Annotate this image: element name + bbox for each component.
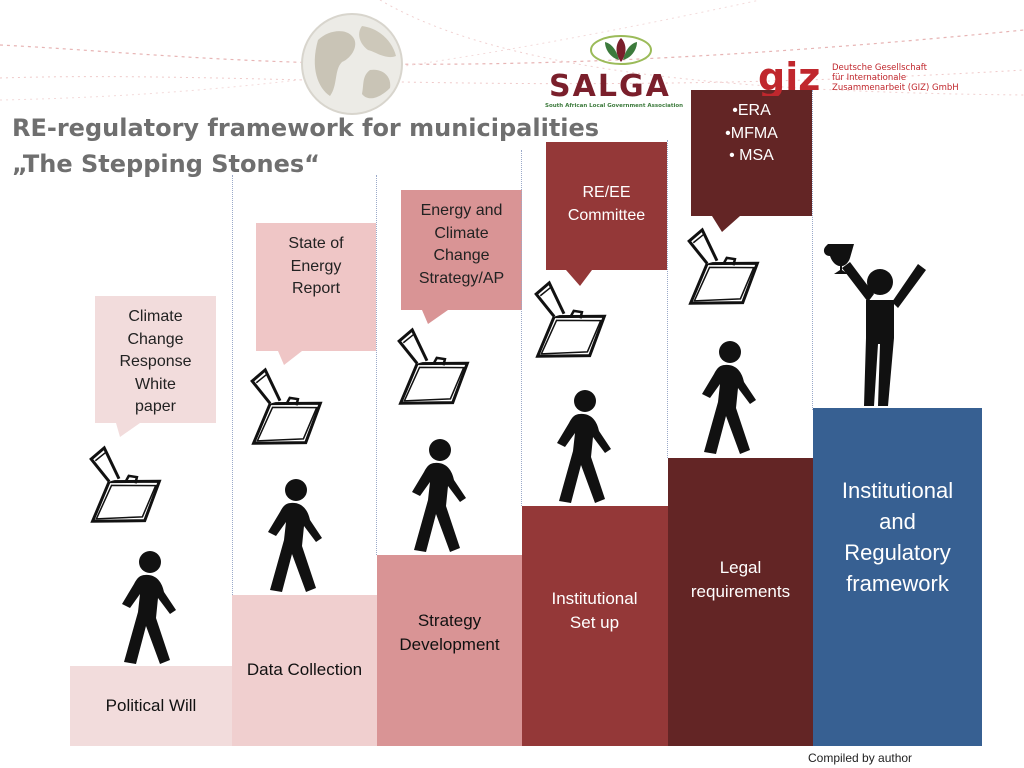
bubble-3: Energy and Climate Change Strategy/AP <box>401 190 522 310</box>
step-data-collection: Data Collection <box>232 595 377 746</box>
bubble-4: RE/EE Committee <box>546 142 667 270</box>
step-political-will: Political Will <box>70 666 232 746</box>
giz-line-1: Deutsche Gesellschaft <box>832 63 927 73</box>
page-title: RE-regulatory framework for municipaliti… <box>12 110 612 182</box>
bubble-3-line: Strategy/AP <box>418 269 505 287</box>
bubble-1-line: paper <box>135 398 176 415</box>
salga-logo: SALGA South African Local Government Ass… <box>543 30 698 110</box>
bubble-1-line: White <box>135 375 176 393</box>
salga-subtitle: South African Local Government Associati… <box>545 103 683 109</box>
column-divider <box>667 140 668 458</box>
column-divider <box>376 175 377 555</box>
credit-text: Compiled by author <box>808 751 913 765</box>
step-label: Data Collection <box>246 659 363 679</box>
giz-mark: giz <box>758 55 820 96</box>
step-label: Institutional Set up <box>551 589 638 632</box>
bubble-5-line: •ERA <box>732 102 771 119</box>
column-divider <box>232 175 233 595</box>
step-label: Political Will <box>105 696 197 715</box>
bubble-3-line: Climate <box>434 224 489 242</box>
bubble-5-line: • MSA <box>729 147 774 164</box>
bubble-2: State of Energy Report <box>256 223 376 351</box>
salga-emblem-icon: SALGA South African Local Government Ass… <box>545 35 683 109</box>
step-legal-requirements: Legal requirements <box>668 458 813 746</box>
bubble-1-line: Change <box>127 330 184 348</box>
bubble-2-line: Energy <box>290 257 342 275</box>
salga-name: SALGA <box>549 69 671 104</box>
bubble-5: •ERA •MFMA • MSA <box>691 90 812 216</box>
title-line-2: „The Stepping Stones“ <box>12 150 320 178</box>
bubble-1-line: Climate <box>128 308 183 325</box>
giz-logo: giz <box>758 55 820 96</box>
bubble-4-line: Committee <box>567 206 646 224</box>
giz-line-2: für Internationale <box>832 73 907 83</box>
step-label: Strategy Development <box>399 610 500 654</box>
column-divider <box>521 150 522 506</box>
bubble-2-line: Report <box>291 280 341 297</box>
step-strategy-development: Strategy Development <box>377 555 522 746</box>
bubble-3-line: Change <box>433 247 490 264</box>
bubble-3-line: Energy and <box>420 202 503 219</box>
step-label: Institutional and Regulatory framework <box>841 478 954 596</box>
bubble-5-line: •MFMA <box>725 124 778 142</box>
giz-line-3: Zusammenarbeit (GIZ) GmbH <box>832 83 959 93</box>
globe-icon <box>301 13 403 115</box>
bubble-4-line: RE/EE <box>582 184 631 201</box>
column-divider <box>812 90 813 410</box>
title-line-1: RE-regulatory framework for municipaliti… <box>12 114 600 142</box>
bubble-1-line: Response <box>119 353 192 370</box>
step-label: Legal requirements <box>690 558 791 601</box>
giz-organisation-name: Deutsche Gesellschaft für Internationale… <box>832 63 959 93</box>
step-institutional-regulatory-framework: Institutional and Regulatory framework <box>813 408 982 746</box>
step-institutional-set-up: Institutional Set up <box>522 506 667 746</box>
bubble-1: Climate Change Response White paper <box>95 296 216 423</box>
bubble-2-line: State of <box>288 235 344 252</box>
